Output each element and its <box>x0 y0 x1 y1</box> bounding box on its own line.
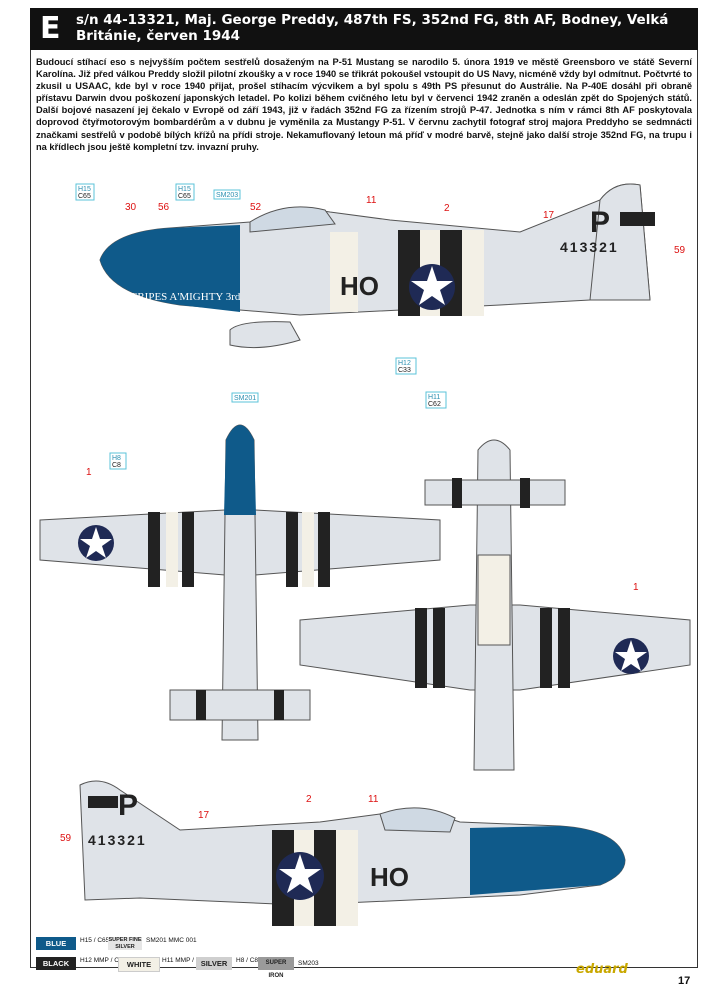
legend-white-codes: H11 MMP / C62 001 <box>162 957 221 964</box>
top-view <box>39 424 441 741</box>
tag-sm201: SM201 <box>234 395 256 402</box>
legend-silver: SILVER <box>196 957 232 970</box>
callout-1-top: 1 <box>86 467 92 478</box>
tag-h15-2: H15 <box>178 186 191 193</box>
legend-black-codes: H12 MMP / C33 047 <box>80 957 139 964</box>
paint-code-tags: H15 C65 H15 C65 SM203 H12 C33 H11 C62 SM… <box>75 183 447 470</box>
callout-56: 56 <box>158 202 170 213</box>
callout-52: 52 <box>250 202 262 213</box>
tail-letter-side: P <box>590 206 610 239</box>
bottom-view <box>299 439 691 771</box>
callout-17-right: 17 <box>198 810 210 821</box>
callout-11: 11 <box>366 195 377 206</box>
callout-59-right: 59 <box>60 833 72 844</box>
page-number: 17 <box>678 975 691 987</box>
tag-sm203: SM203 <box>216 192 238 199</box>
serial-side: 413321 <box>560 239 619 255</box>
legend-blue-codes: H15 / C65 <box>80 937 110 944</box>
eduard-logo: eduard <box>576 962 628 977</box>
legend-white: WHITE <box>118 957 160 972</box>
legend-black: BLACK <box>36 957 76 970</box>
code-letters-right: HO <box>370 862 409 892</box>
profile-title: s/n 44-13321, Maj. George Preddy, 487th … <box>76 12 669 44</box>
callout-2-right: 2 <box>306 794 312 805</box>
side-profile-left: HO P 413321 CRIPES A'MIGHTY 3rd <box>99 183 655 349</box>
callout-2: 2 <box>444 203 450 214</box>
callout-11-right: 11 <box>368 794 379 805</box>
legend-superiron-codes: SM203 <box>298 960 319 967</box>
callout-59: 59 <box>674 245 686 256</box>
code-letters-side: HO <box>340 271 379 301</box>
profile-letter: E <box>40 11 61 46</box>
tag-c8: C8 <box>112 462 121 469</box>
tag-h12: H12 <box>398 360 411 367</box>
serial-right: 413321 <box>88 832 147 848</box>
tag-c33: C33 <box>398 367 411 374</box>
title-bar <box>30 8 698 50</box>
legend-superfine-codes: SM201 MMC 001 <box>146 937 197 944</box>
tag-c65: C65 <box>78 193 91 200</box>
callout-17: 17 <box>543 210 555 221</box>
callout-1-bottom: 1 <box>633 582 639 593</box>
tag-h15: H15 <box>78 186 91 193</box>
legend-superiron: SUPER IRON <box>258 957 294 979</box>
tag-h8: H8 <box>112 455 121 462</box>
side-profile-right: HO P 413321 <box>79 780 626 926</box>
tag-h11: H11 <box>428 394 440 401</box>
tail-letter-right: P <box>118 789 138 822</box>
legend-superfine: SUPER FINE SILVER <box>108 937 142 950</box>
blue-nose <box>100 225 240 312</box>
nose-art: CRIPES A'MIGHTY 3rd <box>130 291 241 303</box>
tag-c65-2: C65 <box>178 193 191 200</box>
legend-silver-codes: H8 / C8 <box>236 957 259 964</box>
tag-c62: C62 <box>428 401 441 408</box>
legend-blue: BLUE <box>36 937 76 950</box>
description-text: Budoucí stíhací eso s nejvyšším počtem s… <box>36 57 692 152</box>
callout-30: 30 <box>125 202 137 213</box>
